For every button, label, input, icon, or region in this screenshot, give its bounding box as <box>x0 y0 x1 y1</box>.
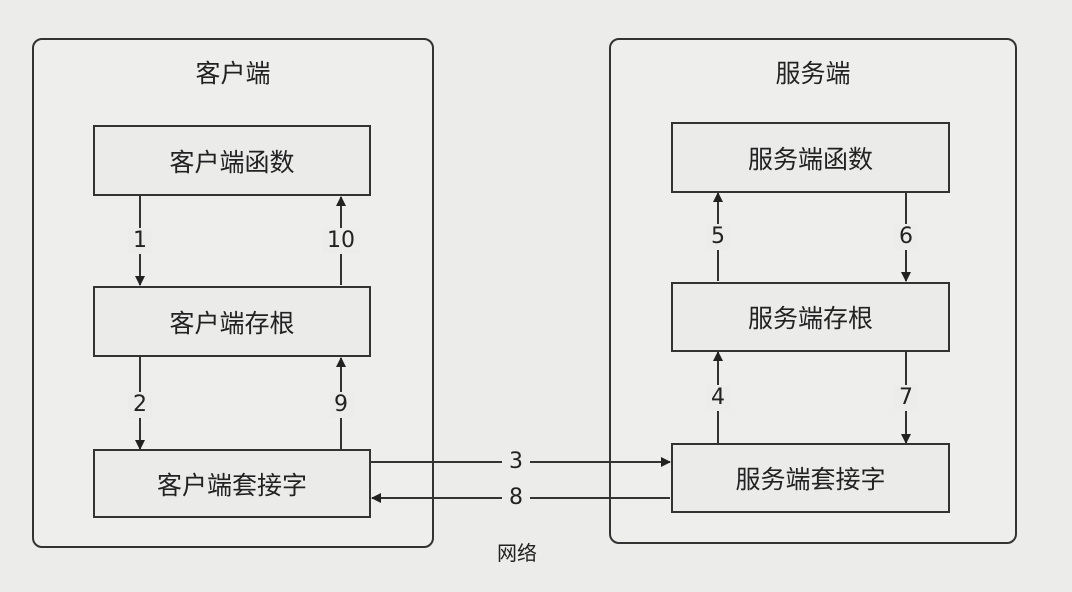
server-socket-box: 服务端套接字 <box>671 443 950 513</box>
step-label-2: 2 <box>128 392 152 418</box>
step-label-10: 10 <box>322 228 360 254</box>
client-panel-title: 客户端 <box>195 59 271 88</box>
server-function-box: 服务端函数 <box>671 122 950 193</box>
network-label: 网络 <box>497 541 537 565</box>
step-label-4: 4 <box>706 385 730 411</box>
step-label-8: 8 <box>502 485 530 511</box>
step-label-5: 5 <box>706 224 730 250</box>
step-label-7: 7 <box>894 385 918 411</box>
step-label-9: 9 <box>329 392 353 418</box>
client-function-box: 客户端函数 <box>93 125 371 196</box>
step-label-3: 3 <box>502 449 530 475</box>
client-socket-box: 客户端套接字 <box>93 449 371 518</box>
client-stub-box: 客户端存根 <box>93 286 371 357</box>
step-label-1: 1 <box>128 228 152 254</box>
step-label-6: 6 <box>894 224 918 250</box>
server-panel-title: 服务端 <box>775 59 851 88</box>
server-stub-box: 服务端存根 <box>671 282 950 352</box>
